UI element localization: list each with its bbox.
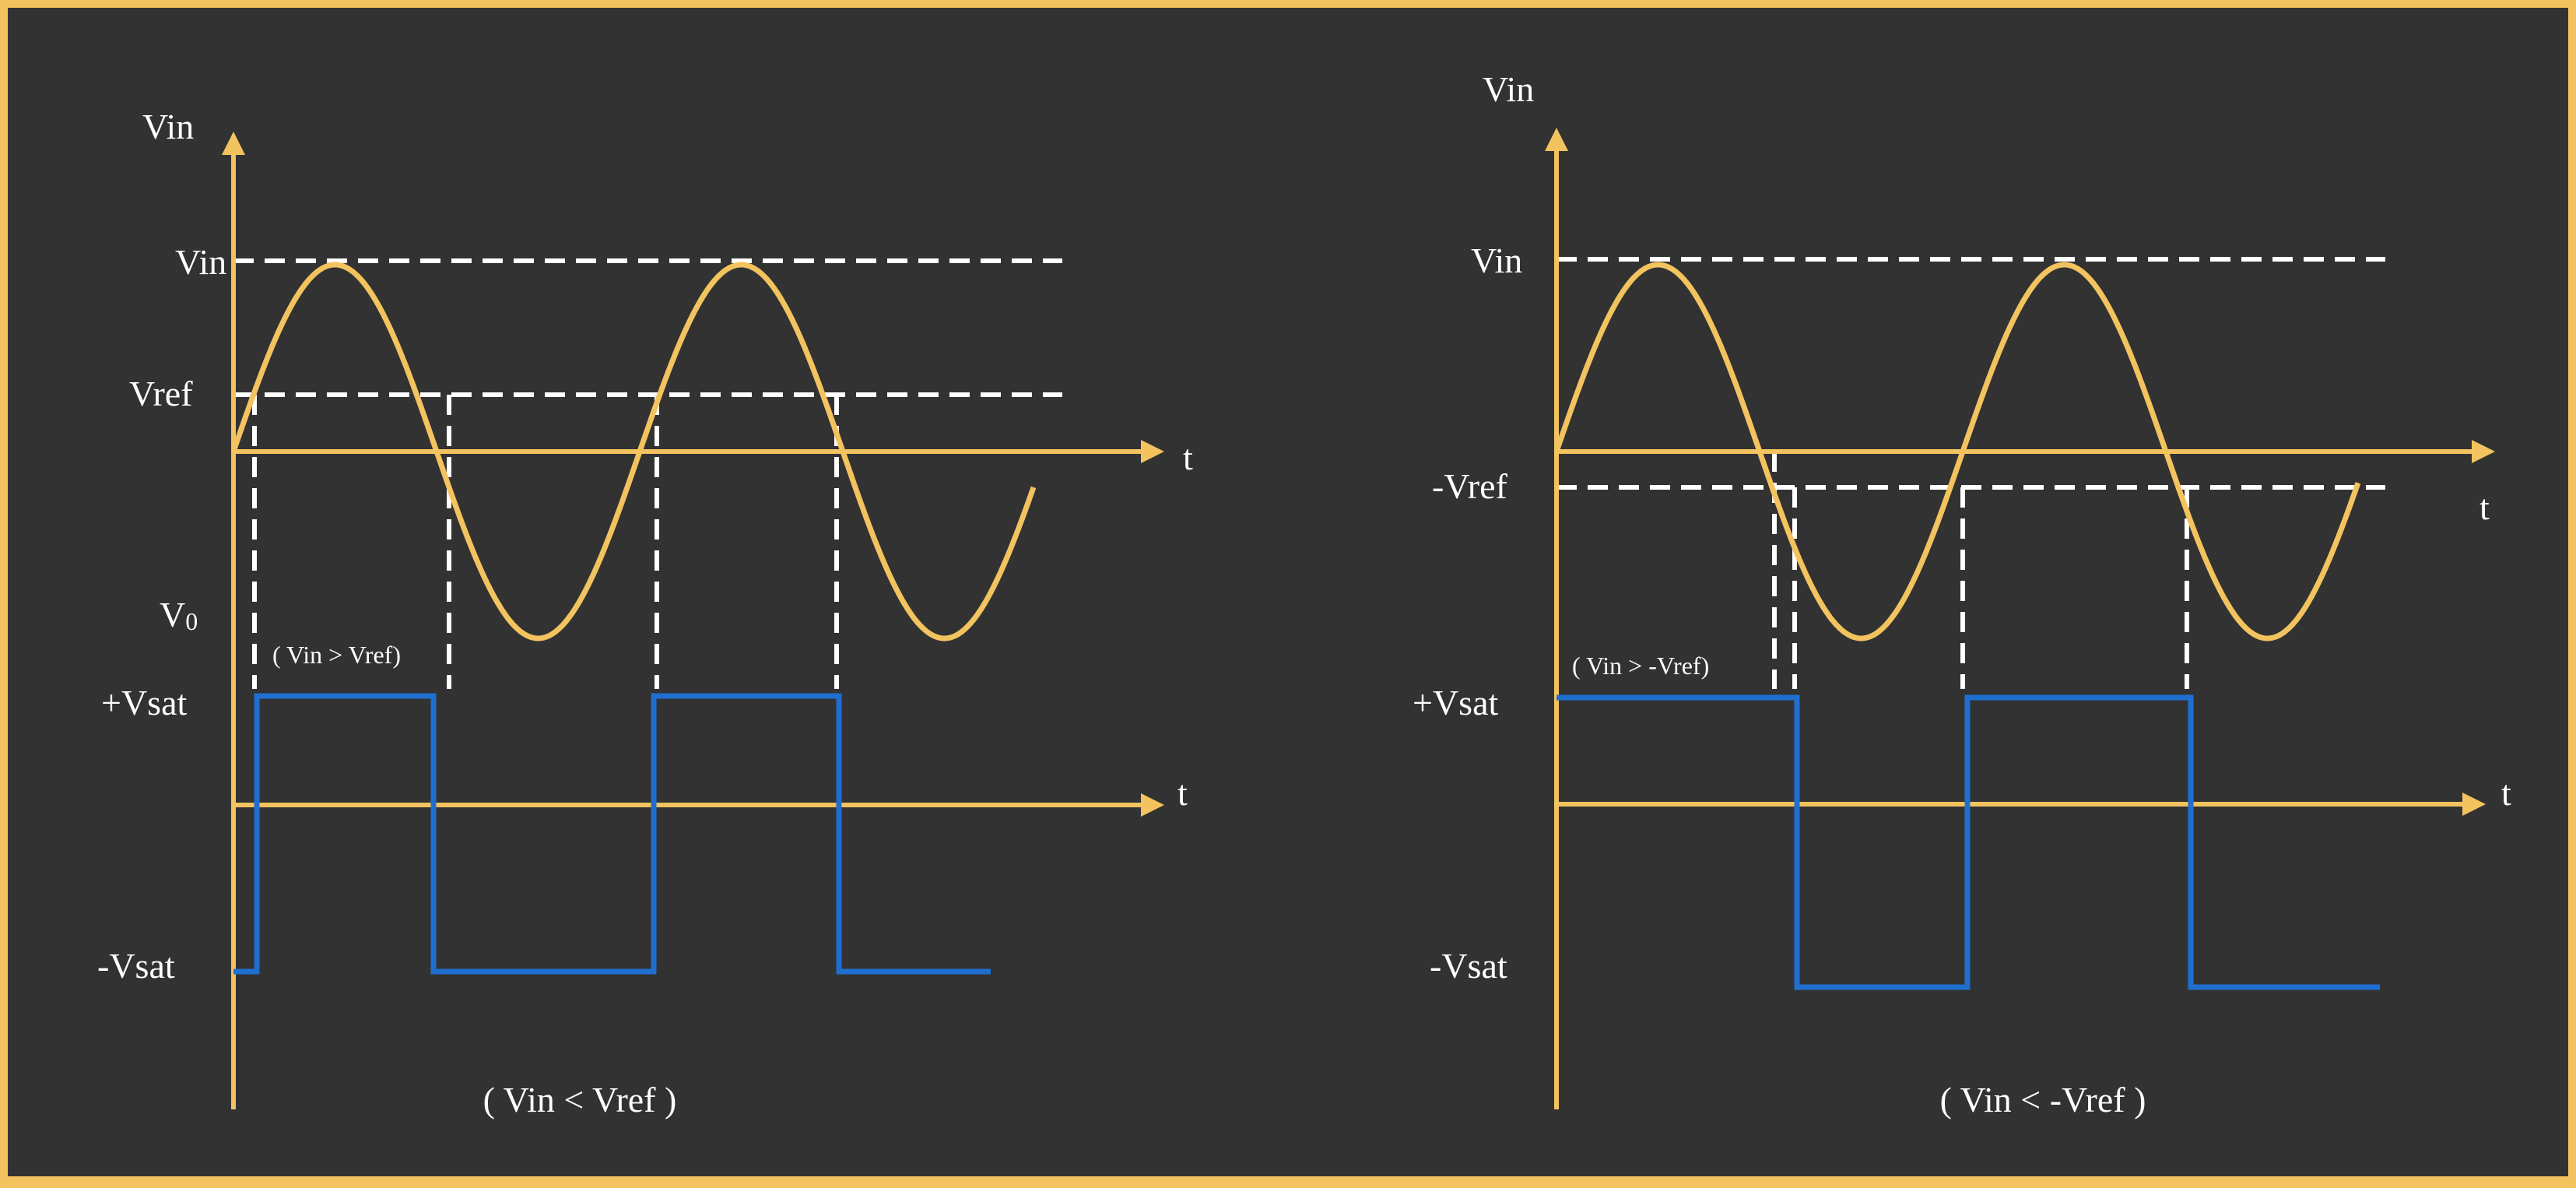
left-input-sine-wave — [230, 262, 1037, 641]
right-vin-label: Vin — [1471, 241, 1522, 280]
left-vsat-pos-label: +Vsat — [101, 683, 187, 722]
left-caption: ( Vin < Vref ) — [483, 1080, 677, 1119]
left-vsat-neg-label: -Vsat — [97, 946, 175, 986]
left-annotation: ( Vin > Vref) — [272, 641, 401, 669]
right-vsat-neg-label: -Vsat — [1430, 946, 1507, 986]
left-vref-label: Vref — [129, 374, 193, 413]
left-t-label: t — [1183, 438, 1193, 477]
left-t2-label: t — [1177, 773, 1188, 813]
right-annotation: ( Vin > -Vref) — [1572, 652, 1709, 680]
right-output-square-wave — [1556, 694, 2380, 990]
left-vin-label: Vin — [175, 242, 226, 282]
diagram-background — [8, 8, 2568, 1176]
right-t2-label: t — [2501, 773, 2511, 813]
right-input-sine-wave — [1553, 262, 2361, 641]
right-vsat-pos-label: +Vsat — [1413, 683, 1498, 722]
left-vo-label: V0 — [160, 595, 198, 635]
left-output-square-wave — [233, 693, 991, 975]
right-neg-vref-label: -Vref — [1432, 466, 1508, 506]
left-y-axis-label: Vin — [142, 107, 194, 146]
right-panel: Vin Vin -Vref t ( Vin > -Vref) +Vsat t -… — [1413, 69, 2511, 1119]
right-t-label: t — [2479, 487, 2490, 527]
right-caption: ( Vin < -Vref ) — [1940, 1080, 2146, 1119]
right-y-axis-label: Vin — [1483, 69, 1534, 109]
left-panel: Vin Vin Vref t V0 ( Vin > Vref) +Vsat t … — [97, 107, 1193, 1119]
